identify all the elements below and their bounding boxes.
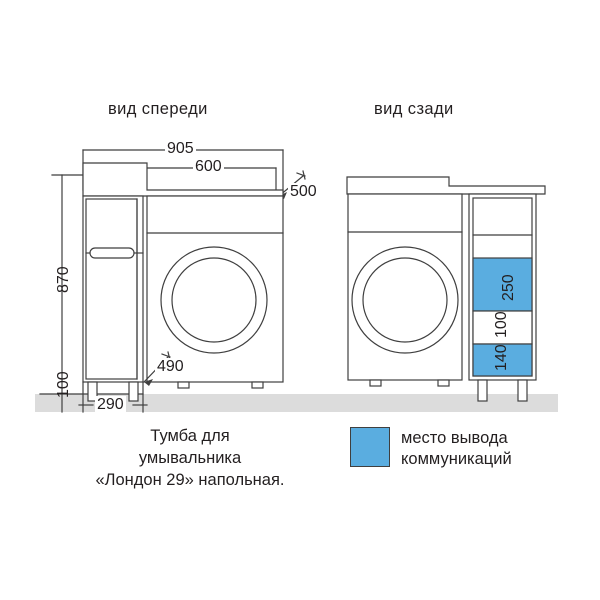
back-cabinet-leg-right: [517, 379, 528, 402]
dim-label-100: 100: [55, 371, 72, 398]
legend-color-swatch: [350, 427, 390, 467]
legend: место вывода коммуникаций: [350, 427, 512, 470]
front-machine-foot-left: [177, 381, 190, 389]
back-cabinet-leg-left: [477, 379, 488, 402]
back-blue-upper: [472, 257, 533, 312]
back-machine-door-inner: [362, 257, 448, 343]
front-machine-foot-right: [251, 381, 264, 389]
caption-line-2: умывальника: [138, 449, 242, 467]
front-machine-door-inner: [171, 257, 257, 343]
legend-text: место вывода коммуникаций: [401, 427, 512, 470]
dim-label-905: 905: [165, 140, 196, 158]
dim-label-290: 290: [95, 396, 126, 414]
front-washing-machine: [146, 195, 284, 383]
back-machine-foot-left: [369, 379, 382, 387]
back-machine-door-outer: [351, 246, 459, 354]
back-machine-foot-right: [437, 379, 450, 387]
legend-line-1: место вывода: [401, 429, 508, 447]
floor-strip: [35, 394, 558, 412]
legend-line-2: коммуникаций: [401, 450, 512, 468]
back-washing-machine: [347, 193, 463, 381]
front-cabinet-leg-right: [128, 381, 139, 402]
dim-label-500: 500: [288, 183, 319, 201]
back-countertop: [346, 176, 546, 195]
front-cabinet-door: [85, 198, 138, 380]
dim-label-600: 600: [193, 158, 224, 176]
dim-label-100-back: 100: [493, 311, 510, 338]
caption-line-3: «Лондон 29» напольная.: [95, 471, 285, 489]
dim-label-140: 140: [493, 344, 510, 371]
back-blue-lower: [472, 343, 533, 377]
front-cabinet-handle: [89, 247, 135, 259]
product-caption: Тумба для умывальника «Лондон 29» наполь…: [40, 425, 340, 491]
dim-label-250: 250: [500, 274, 517, 301]
back-white-middle: [472, 310, 533, 345]
front-machine-door-outer: [160, 246, 268, 354]
caption-line-1: Тумба для: [150, 427, 230, 445]
front-cabinet-leg-left: [87, 381, 98, 402]
dim-290: [78, 381, 148, 413]
dim-label-870: 870: [55, 266, 72, 293]
view-title-back: вид сзади: [374, 100, 454, 118]
dim-label-490: 490: [155, 358, 186, 376]
view-title-front: вид спереди: [108, 100, 208, 118]
